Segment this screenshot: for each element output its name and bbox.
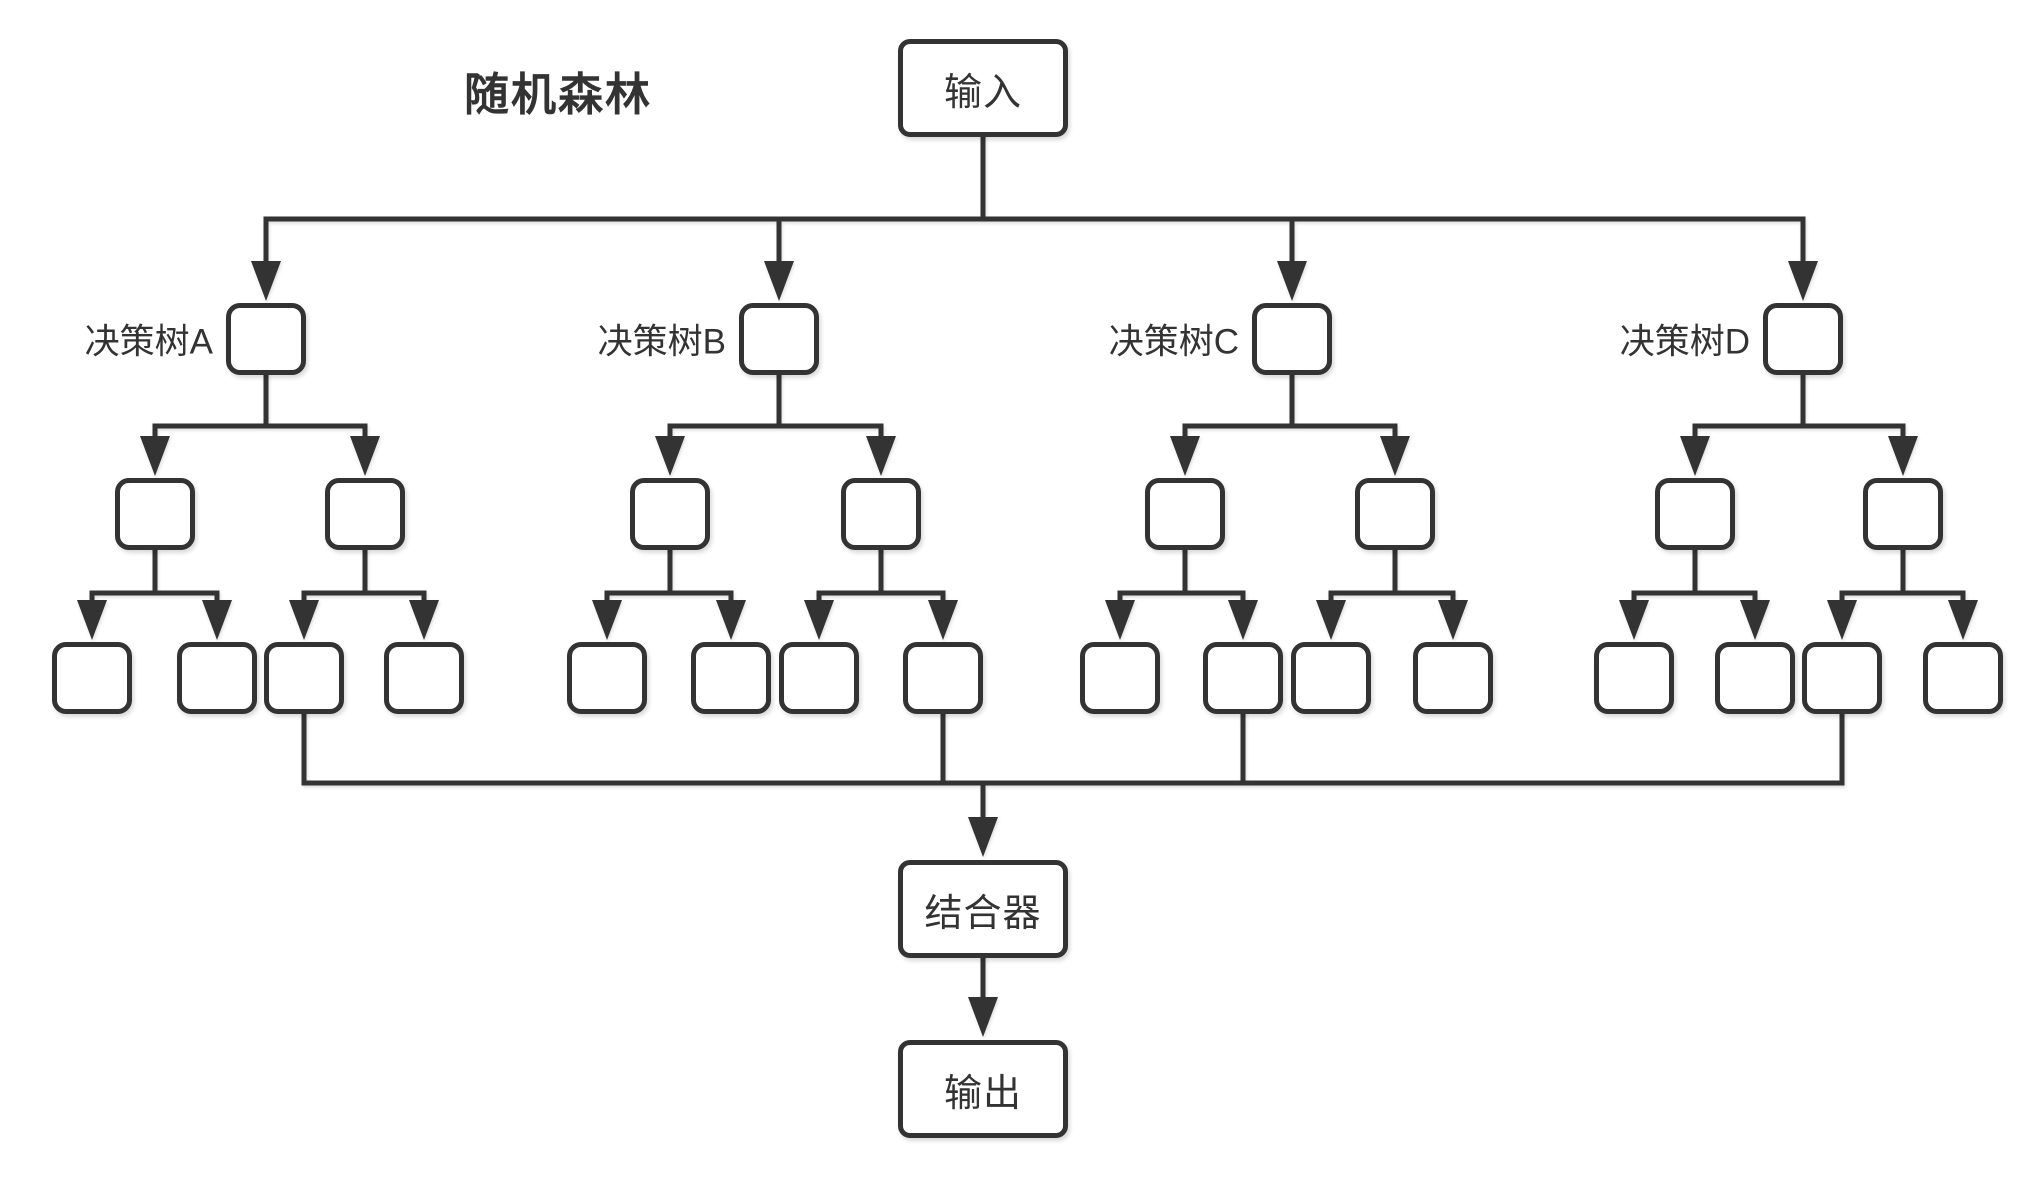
arrowhead-icon: [251, 261, 281, 301]
combiner-node: 结合器: [898, 860, 1068, 958]
tree-4-root-node: [1763, 303, 1843, 375]
arrowhead-icon: [968, 817, 998, 857]
arrowhead-icon: [1888, 436, 1918, 476]
tree-3-label: 决策树C: [1108, 322, 1239, 362]
arrowhead-icon: [1788, 261, 1818, 301]
tree-4-mid-node: [1655, 478, 1735, 550]
tree-2-mid-node: [630, 478, 710, 550]
arrowhead-icon: [1438, 600, 1468, 640]
tree-2-leaf-node: [903, 642, 983, 714]
tree-1-leaf-node: [52, 642, 132, 714]
arrowhead-icon: [1680, 436, 1710, 476]
arrowhead-icon: [1827, 600, 1857, 640]
tree-4-label: 决策树D: [1619, 322, 1750, 362]
tree-1-mid-node: [115, 478, 195, 550]
arrowhead-icon: [1619, 600, 1649, 640]
output-node: 输出: [898, 1040, 1068, 1138]
tree-1-root-node: [226, 303, 306, 375]
arrowhead-icon: [77, 600, 107, 640]
tree-2-root-node: [739, 303, 819, 375]
arrowhead-icon: [968, 997, 998, 1037]
tree-4-leaf-node: [1802, 642, 1882, 714]
tree-4-leaf-node: [1594, 642, 1674, 714]
tree-3-leaf-node: [1203, 642, 1283, 714]
tree-1-leaf-node: [177, 642, 257, 714]
tree-2-leaf-node: [691, 642, 771, 714]
tree-4-leaf-node: [1715, 642, 1795, 714]
arrowhead-icon: [1228, 600, 1258, 640]
arrowhead-icon: [764, 261, 794, 301]
arrowhead-icon: [1380, 436, 1410, 476]
arrowhead-icon: [866, 436, 896, 476]
tree-1-mid-node: [325, 478, 405, 550]
tree-4-mid-node: [1863, 478, 1943, 550]
tree-1-leaf-node: [384, 642, 464, 714]
arrowhead-icon: [202, 600, 232, 640]
arrowhead-icon: [140, 436, 170, 476]
arrowhead-icon: [1740, 600, 1770, 640]
tree-2-mid-node: [841, 478, 921, 550]
tree-4-leaf-node: [1923, 642, 2003, 714]
arrowhead-icon: [716, 600, 746, 640]
tree-3-leaf-node: [1413, 642, 1493, 714]
tree-3-leaf-node: [1080, 642, 1160, 714]
tree-3-mid-node: [1355, 478, 1435, 550]
tree-3-mid-node: [1145, 478, 1225, 550]
arrowhead-icon: [804, 600, 834, 640]
tree-3-root-node: [1252, 303, 1332, 375]
tree-3-leaf-node: [1291, 642, 1371, 714]
arrowhead-icon: [592, 600, 622, 640]
tree-2-label: 决策树B: [597, 322, 726, 362]
tree-2-leaf-node: [567, 642, 647, 714]
arrowhead-icon: [409, 600, 439, 640]
arrowhead-icon: [1948, 600, 1978, 640]
arrowhead-icon: [655, 436, 685, 476]
arrowhead-icon: [1105, 600, 1135, 640]
arrowhead-icon: [1316, 600, 1346, 640]
input-node: 输入: [898, 39, 1068, 137]
arrowhead-icon: [1170, 436, 1200, 476]
arrowhead-icon: [1277, 261, 1307, 301]
tree-2-leaf-node: [779, 642, 859, 714]
tree-1-leaf-node: [264, 642, 344, 714]
arrowhead-icon: [350, 436, 380, 476]
arrowhead-icon: [289, 600, 319, 640]
arrowhead-icon: [928, 600, 958, 640]
tree-1-label: 决策树A: [84, 322, 213, 362]
diagram-title: 随机森林: [464, 69, 653, 120]
